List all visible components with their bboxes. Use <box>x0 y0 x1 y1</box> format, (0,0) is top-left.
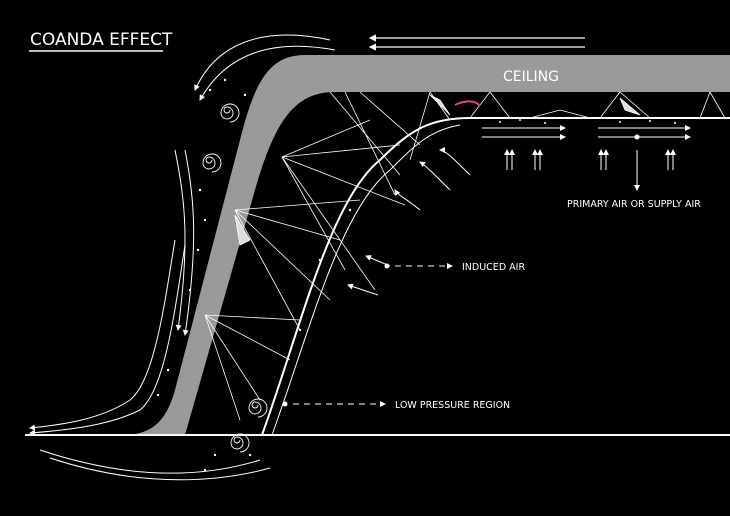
diagram-title: COANDA EFFECT <box>30 30 173 50</box>
accent-mark <box>454 100 481 107</box>
ceiling-label: CEILING <box>503 69 559 85</box>
supply-air-arrows <box>482 125 691 191</box>
induced-air-label: INDUCED AIR <box>462 262 525 273</box>
ceiling-shape <box>130 55 730 435</box>
air-particles <box>156 78 676 472</box>
low-pressure-indicator <box>282 401 386 407</box>
induced-air-arrows <box>347 147 471 296</box>
truss-structure <box>204 91 726 421</box>
vortex-spirals <box>202 103 268 453</box>
low-pressure-label: LOW PRESSURE REGION <box>395 400 510 411</box>
inner-surface <box>261 117 730 436</box>
primary-air-label: PRIMARY AIR OR SUPPLY AIR <box>567 199 701 210</box>
outer-flow <box>29 34 336 481</box>
